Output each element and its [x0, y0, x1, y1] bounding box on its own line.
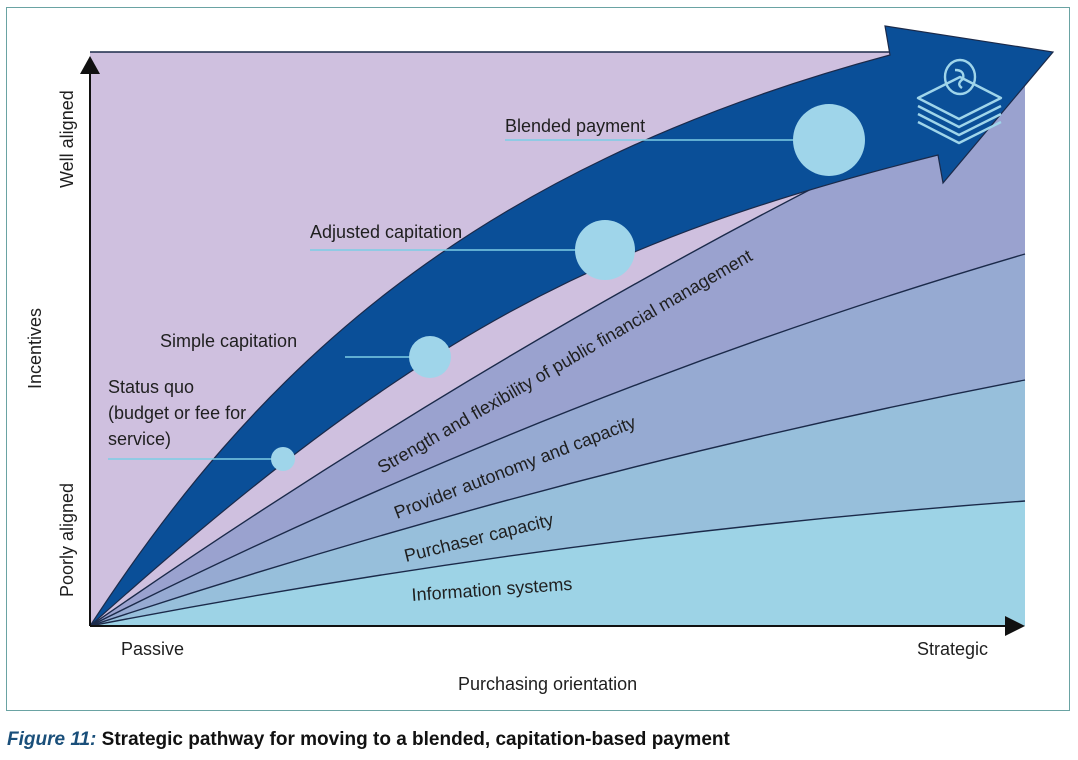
y-label-poorly-aligned: Poorly aligned [57, 483, 77, 597]
x-label-strategic: Strategic [917, 639, 988, 659]
y-axis-arrowhead [80, 56, 100, 74]
band-strength-pfm [90, 84, 1025, 626]
pathway-arrow [89, 25, 1055, 627]
band-divider [89, 253, 1026, 627]
band-divider [89, 379, 1026, 627]
stage-marker-adjusted-capitation [575, 220, 635, 280]
stage-marker-simple-capitation [409, 336, 451, 378]
band-purchaser-capacity [90, 380, 1025, 626]
stage-label-blended-payment: Blended payment [505, 116, 645, 136]
figure-caption: Figure 11: Strategic pathway for moving … [7, 729, 730, 751]
band-information-systems [90, 501, 1025, 626]
y-label-well-aligned: Well aligned [57, 90, 77, 188]
stage-marker-status-quo [271, 447, 295, 471]
y-axis-title: Incentives [25, 308, 45, 389]
stage-label-simple-capitation: Simple capitation [160, 331, 297, 351]
x-axis-arrowhead [1005, 616, 1025, 636]
band-divider [89, 500, 1026, 627]
figure-number: Figure 11: [7, 729, 97, 750]
money-stack-icon [916, 58, 1003, 145]
band-provider-autonomy [90, 254, 1025, 626]
x-axis-title: Purchasing orientation [458, 674, 637, 694]
figure-caption-text: Strategic pathway for moving to a blende… [96, 729, 730, 750]
stage-label-adjusted-capitation: Adjusted capitation [310, 222, 462, 242]
figure-frame [6, 7, 1070, 711]
stage-label-status-quo: Status quo (budget or fee for service) [108, 377, 251, 449]
pathway-diagram: Status quo (budget or fee for service) S… [25, 25, 1055, 694]
stage-marker-blended-payment [793, 104, 865, 176]
x-label-passive: Passive [121, 639, 184, 659]
